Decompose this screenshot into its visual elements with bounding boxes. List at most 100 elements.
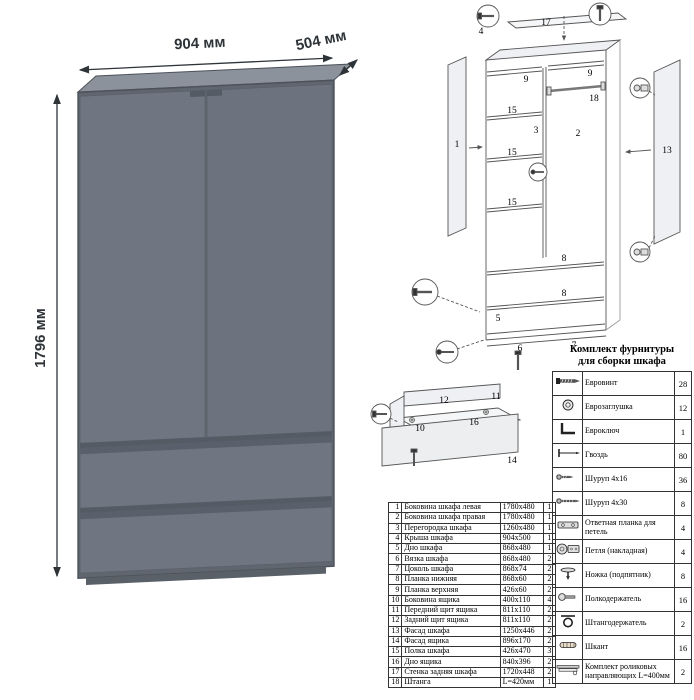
height-dimension-label: 1796 мм — [32, 308, 49, 368]
part-size: 896x170 — [499, 635, 544, 648]
part-qty: 3 — [542, 646, 557, 658]
wardrobe-illustration: 904 мм 504 мм 1796 мм — [32, 27, 358, 585]
part-label: 1 — [455, 140, 460, 150]
part-name: Боковина шкафа левая — [401, 501, 501, 514]
hinge-icon — [552, 539, 583, 565]
strike-plate-icon — [552, 515, 583, 541]
part-size: 868x480 — [499, 543, 544, 555]
part-label: 9 — [524, 75, 529, 85]
exploded-diagram: 4 17 9 9 18 1 3 15 15 15 2 13 5 6 7 8 8 … — [370, 2, 681, 467]
part-qty: 2 — [542, 604, 557, 617]
part-name: Стенка задняя шкафа — [401, 666, 501, 679]
width-dimension-label: 904 мм — [174, 34, 226, 53]
hardware-qty: 16 — [674, 587, 692, 613]
part-number: 11 — [387, 604, 403, 617]
left-door-handle — [190, 90, 205, 98]
hardware-name: Еврозаглушка — [582, 395, 675, 421]
part-size: L=420мм — [499, 677, 544, 689]
part-name: Дно ящика — [401, 656, 501, 668]
part-number: 15 — [387, 646, 403, 658]
hardware-qty: 2 — [674, 659, 692, 685]
hardware-row: Петля (накладная)4 — [552, 539, 692, 565]
part-name: Полка шкафа — [401, 646, 501, 658]
fastener-callouts — [411, 2, 656, 370]
part-label: 15 — [507, 106, 517, 116]
part-size: 1250x446 — [499, 625, 544, 637]
part-number: 16 — [387, 656, 403, 668]
hardware-row: Ножка (подпятник)8 — [552, 563, 692, 589]
part-number: 3 — [387, 522, 403, 534]
part-number: 14 — [387, 635, 403, 648]
part-number: 18 — [387, 677, 403, 689]
hardware-qty: 12 — [674, 395, 692, 421]
part-label: 7 — [572, 341, 577, 351]
part-size: 1780x480 — [499, 501, 544, 514]
part-qty: 2 — [542, 553, 557, 565]
part-name: Дно шкафа — [401, 543, 501, 555]
part-qty: 4 — [542, 594, 557, 606]
part-label: 15 — [507, 198, 517, 208]
part-qty: 2 — [542, 625, 557, 637]
part-number: 6 — [387, 553, 403, 565]
part-name: Боковина ящика — [401, 594, 501, 606]
part-name: Штанга — [401, 677, 501, 689]
part-number: 1 — [387, 501, 403, 514]
part-label: 4 — [479, 27, 484, 37]
part-qty: 2 — [542, 666, 557, 679]
hardware-qty: 28 — [674, 371, 692, 397]
part-name: Планка нижняя — [401, 574, 501, 586]
part-name: Планка верхняя — [401, 584, 501, 596]
hardware-name: Полкодержатель — [582, 587, 675, 613]
part-name: Передний щит ящика — [401, 604, 501, 617]
part-size: 840x396 — [499, 656, 544, 668]
part-size: 904x500 — [499, 532, 544, 545]
part-number: 2 — [387, 512, 403, 524]
hardware-name: Петля (накладная) — [582, 539, 675, 565]
part-name: Вязка шкафа — [401, 553, 501, 565]
hardware-qty: 80 — [674, 443, 692, 469]
part-label: 8 — [562, 289, 567, 299]
part-label: 9 — [588, 69, 593, 79]
part-qty: 2 — [542, 615, 557, 627]
hardware-name: Ответная планка для петель — [582, 515, 675, 541]
part-size: 868x60 — [499, 574, 544, 586]
part-name: Цоколь шкафа — [401, 563, 501, 576]
part-label: 2 — [576, 129, 581, 139]
shelf-pin-icon — [552, 587, 583, 613]
rod-holder-icon — [552, 611, 583, 637]
nail-icon — [552, 443, 583, 469]
cap-icon — [552, 395, 583, 421]
part-number: 17 — [387, 666, 403, 679]
part-qty: 2 — [542, 635, 557, 648]
part-qty: 2 — [542, 584, 557, 596]
part-label: 11 — [491, 392, 500, 402]
hardware-kit-title: Комплект фурнитуры для сборки шкафа — [552, 344, 692, 368]
part-name: Крыша шкафа — [401, 532, 501, 545]
part-number: 5 — [387, 543, 403, 555]
hardware-qty: 8 — [674, 563, 692, 589]
part-number: 8 — [387, 574, 403, 586]
part-qty: 1 — [542, 532, 557, 545]
hardware-name: Евроключ — [582, 419, 675, 445]
part-number: 12 — [387, 615, 403, 627]
hardware-qty: 16 — [674, 635, 692, 661]
part-size: 1260x480 — [499, 522, 544, 534]
hardware-name: Комплект роликовых направляющих L=400мм — [582, 659, 675, 685]
part-name: Задний щит ящика — [401, 615, 501, 627]
part-qty: 2 — [542, 574, 557, 586]
part-qty: 1 — [542, 677, 557, 689]
